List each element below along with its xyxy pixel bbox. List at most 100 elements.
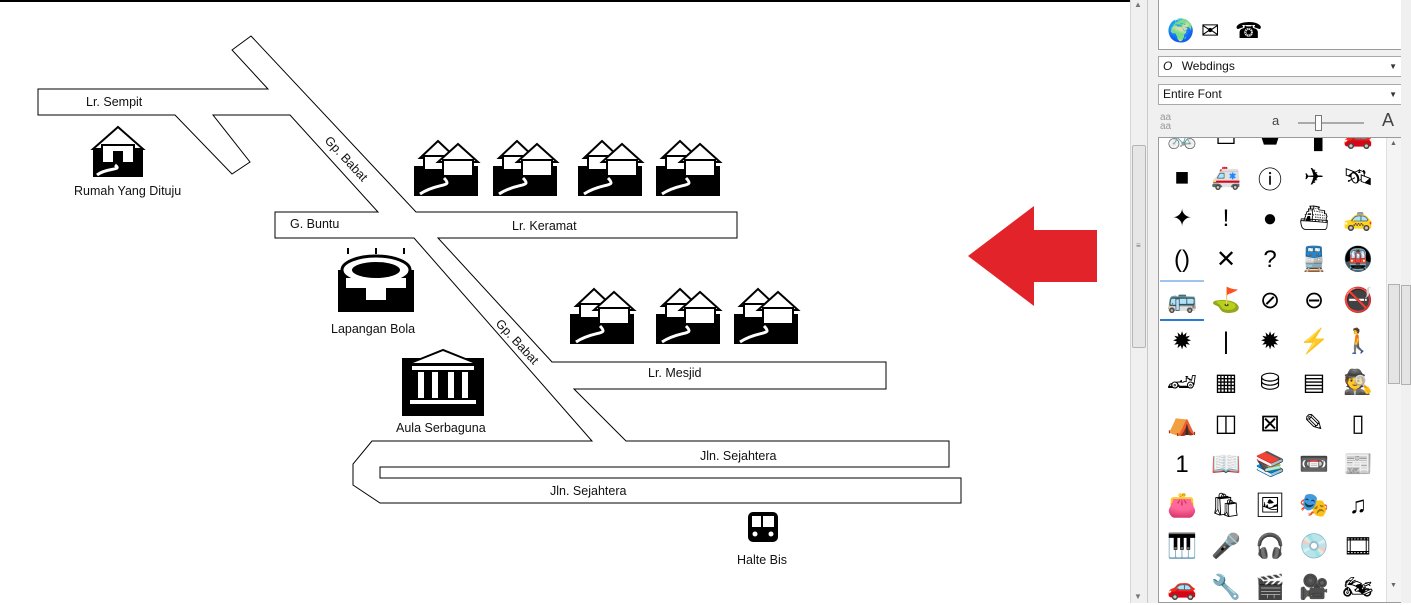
glyph-cell[interactable]: ✕ — [1215, 246, 1237, 273]
glyph-cell[interactable]: ☐ — [1204, 138, 1248, 157]
glyph-cell[interactable]: ⬟ — [1248, 138, 1292, 157]
glyph-cell[interactable]: 🎬 — [1255, 574, 1285, 601]
glyph-cell[interactable]: 🛰 — [1342, 164, 1374, 191]
glyph-grid-scrollbar[interactable]: ▲ ▼ — [1386, 138, 1401, 602]
scroll-thumb[interactable]: ≡ — [1132, 145, 1146, 348]
neighborhood-icon — [570, 287, 637, 344]
neighborhood-icon — [656, 287, 723, 344]
glyph-cell[interactable]: 🏍 — [1342, 574, 1374, 601]
neighborhood-icon — [493, 139, 560, 196]
glyph-cell[interactable]: 🎥 — [1299, 574, 1329, 601]
glyph-cell[interactable]: ✦ — [1171, 205, 1193, 232]
glyph-grid[interactable]: 🚲☐⬟▐🚗■🚑ⓘ✈🛰✦!●⛴🚕()✕?🚆🚇🚌⛳⊘⊖🚭✹|✹⚡🚶🏎▦⛁▤🕵⛺◫⊠✎… — [1158, 137, 1402, 603]
glyph-cell[interactable]: ⚡ — [1299, 328, 1329, 355]
glyph-cell[interactable]: ! — [1222, 204, 1230, 232]
telephone-icon[interactable]: ☎ — [1235, 18, 1263, 43]
glyph-cell[interactable]: 🚗 — [1336, 138, 1380, 157]
road-gp-babat — [37, 35, 962, 504]
panel-scrollbar[interactable] — [1401, 0, 1411, 603]
glyph-cell[interactable]: ⊘ — [1259, 287, 1281, 314]
glyph-cell[interactable]: ✎ — [1303, 410, 1325, 437]
scroll-thumb[interactable] — [1388, 284, 1400, 384]
house-icon — [90, 125, 146, 177]
scroll-down-arrow-icon[interactable]: ▼ — [1134, 592, 1142, 601]
glyph-cell[interactable]: 🚆 — [1299, 246, 1329, 273]
glyph-cell[interactable]: ⛴ — [1298, 205, 1330, 232]
glyph-cell[interactable]: ▐ — [1292, 138, 1336, 157]
glyph-cell[interactable]: 🏎 — [1166, 369, 1198, 396]
glyph-cell[interactable]: ♫ — [1349, 491, 1367, 519]
glyph-cell[interactable]: 📰 — [1343, 451, 1373, 478]
glyph-cell[interactable]: ⊠ — [1259, 410, 1281, 437]
glyph-cell[interactable]: 📼 — [1299, 451, 1329, 478]
scroll-thumb[interactable] — [1401, 285, 1411, 385]
glyph-cell[interactable]: ● — [1262, 204, 1278, 232]
glyph-cell[interactable]: 🎤 — [1211, 533, 1241, 560]
subset-select[interactable]: Entire Font ▼ — [1158, 84, 1402, 105]
glyph-icon[interactable]: ▪ — [1165, 0, 1173, 9]
glyph-cell[interactable]: 🚑 — [1211, 164, 1241, 191]
glyph-cell[interactable]: 🚇 — [1343, 246, 1373, 273]
glyph-cell[interactable]: 🚶 — [1343, 328, 1373, 355]
glyph-cell[interactable]: ⓘ — [1258, 167, 1282, 194]
glyph-cell[interactable]: 🎧 — [1255, 533, 1285, 560]
canvas-vertical-scrollbar[interactable]: ▲ ≡ ▼ — [1130, 0, 1147, 603]
glyph-cell[interactable]: 🚌 — [1160, 280, 1204, 321]
glyph-cell[interactable]: 🕵 — [1343, 369, 1373, 396]
glyph-cell[interactable]: () — [1174, 245, 1190, 273]
scroll-down-arrow-icon[interactable]: ▼ — [1390, 582, 1397, 589]
glyph-cell[interactable]: 🚭 — [1343, 287, 1373, 314]
glyph-cell[interactable]: ⛁ — [1259, 369, 1281, 396]
glyph-cell[interactable]: 📖 — [1211, 451, 1241, 478]
glyph-cell[interactable]: 🎹 — [1167, 533, 1197, 560]
scroll-up-arrow-icon[interactable]: ▲ — [1134, 0, 1142, 9]
glyph-cell[interactable]: ■ — [1174, 163, 1190, 191]
glyph-cell[interactable]: ⊖ — [1303, 287, 1325, 314]
glyph-cell[interactable]: 🚲 — [1160, 138, 1204, 157]
glyph-cell[interactable]: ▦ — [1214, 369, 1238, 396]
drawing-canvas[interactable]: Lr. Sempit Gp. Babat G. Buntu Lr. Kerama… — [0, 0, 1130, 603]
recent-glyphs-preview[interactable]: ▪ 🌍 ✉ ☎ — [1158, 0, 1402, 50]
glyph-cell[interactable]: 💿 — [1299, 533, 1329, 560]
glyph-cell[interactable]: 👛 — [1167, 492, 1197, 519]
font-type-icon: O — [1163, 59, 1173, 73]
zoom-slider[interactable] — [1298, 122, 1364, 124]
envelope-icon[interactable]: ✉ — [1201, 18, 1220, 43]
glyph-cell[interactable]: ✈ — [1303, 164, 1325, 191]
glyph-cell[interactable]: 🚗 — [1167, 574, 1197, 601]
street-map: Lr. Sempit Gp. Babat G. Buntu Lr. Kerama… — [37, 35, 1097, 567]
glyph-cell[interactable]: ▯ — [1351, 410, 1365, 437]
glyph-cell[interactable]: 📚 — [1255, 451, 1285, 478]
glyph-cell[interactable]: 🛍 — [1210, 492, 1242, 519]
glyph-cell[interactable]: ⛺ — [1167, 410, 1197, 437]
zoom-out-icon[interactable]: a — [1272, 113, 1280, 128]
scroll-up-arrow-icon[interactable]: ▲ — [1390, 140, 1397, 147]
glyph-cell[interactable]: 🚕 — [1343, 205, 1373, 232]
font-select[interactable]: O Webdings ▼ — [1158, 56, 1402, 77]
glyph-cell[interactable]: ◫ — [1214, 410, 1238, 437]
glyph-cell[interactable]: | — [1222, 327, 1230, 355]
globe-icon[interactable]: 🌍 — [1167, 18, 1195, 43]
glyph-cell[interactable]: ✹ — [1171, 328, 1193, 355]
glyph-cell[interactable]: 1 — [1175, 450, 1189, 478]
zoom-slider-thumb[interactable] — [1315, 115, 1322, 131]
hall-icon — [402, 348, 484, 416]
place-label-aula: Aula Serbaguna — [396, 421, 486, 435]
glyph-cell[interactable]: 🔧 — [1211, 574, 1241, 601]
font-select-value: Webdings — [1181, 59, 1235, 73]
glyph-cell[interactable]: ✹ — [1259, 328, 1281, 355]
bus-icon — [748, 512, 778, 542]
glyph-cell[interactable]: 🎭 — [1299, 492, 1329, 519]
glyph-cell[interactable]: ⛳ — [1211, 287, 1241, 314]
street-label-lr-keramat: Lr. Keramat — [512, 219, 577, 233]
glyph-cell[interactable]: ? — [1263, 245, 1277, 273]
glyph-cell[interactable]: 🖼 — [1254, 492, 1286, 519]
chevron-down-icon: ▼ — [1389, 62, 1397, 71]
glyph-cell[interactable]: ▤ — [1302, 369, 1326, 396]
neighborhood-icon — [734, 287, 801, 344]
insert-character-panel: ▪ 🌍 ✉ ☎ O Webdings ▼ Entire Font ▼ aaaa … — [1147, 0, 1411, 603]
street-label-jln-sejahtera: Jln. Sejahtera — [700, 449, 776, 463]
glyph-cell[interactable]: 🎞 — [1342, 533, 1374, 560]
zoom-in-icon[interactable]: A — [1382, 110, 1395, 130]
